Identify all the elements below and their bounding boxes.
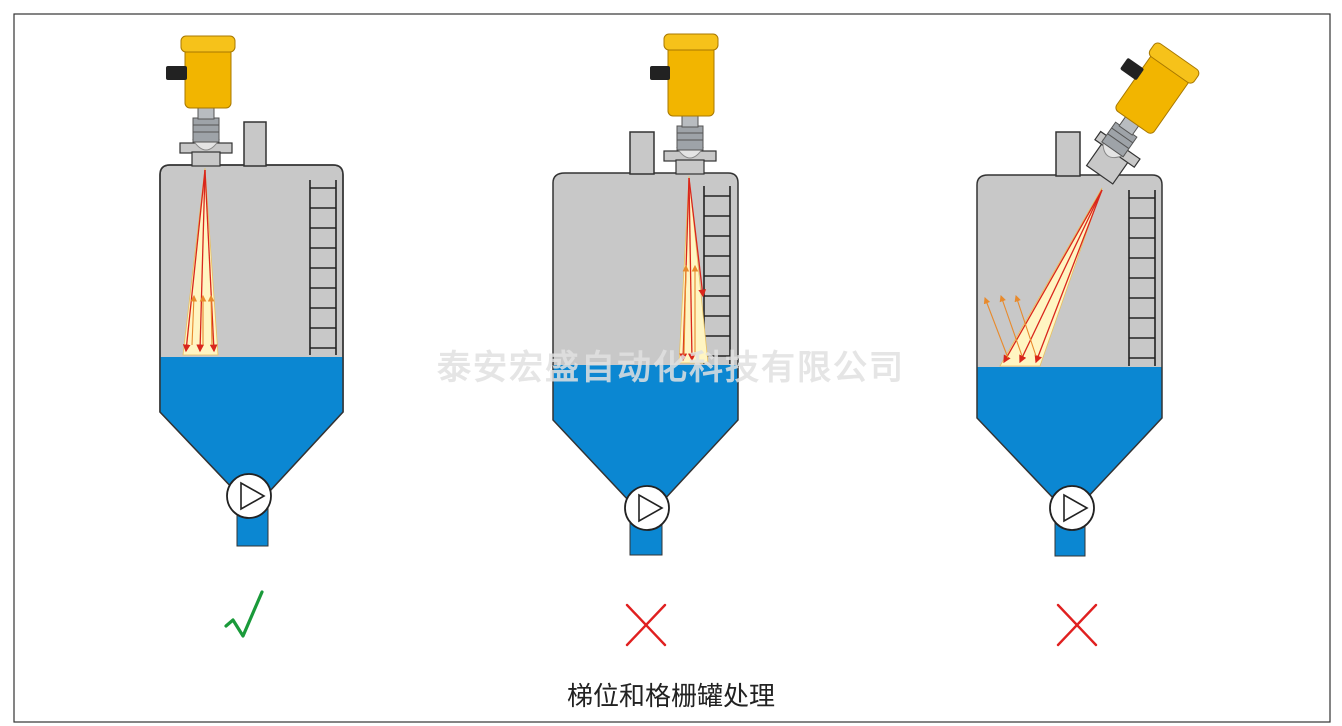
side-nozzle — [1055, 131, 1081, 177]
panel-vertical-mount — [159, 35, 344, 638]
radar-beam — [999, 187, 1103, 367]
side-nozzle — [629, 131, 655, 175]
nozzle-neck — [191, 151, 221, 167]
side-nozzle — [243, 121, 267, 167]
check-mark-icon — [224, 590, 264, 638]
nozzle-neck — [675, 159, 705, 175]
pump-icon — [624, 485, 670, 531]
radar-beam — [182, 167, 219, 356]
liquid — [977, 367, 1162, 500]
pump-icon — [226, 473, 272, 519]
cross-icon — [1056, 603, 1098, 647]
pump-icon — [1049, 485, 1095, 531]
figure-caption: 梯位和格栅罐处理 — [566, 682, 775, 712]
beam-rays — [182, 169, 218, 353]
liquid — [553, 365, 738, 502]
panel-tilted-mount — [976, 42, 1200, 647]
ladder — [1128, 190, 1156, 366]
echo-rays — [190, 294, 215, 346]
ladder — [309, 180, 337, 355]
panel-near-ladder-mount — [552, 33, 739, 647]
cross-icon — [625, 603, 667, 647]
radar-sensor — [650, 33, 719, 159]
radar-sensor — [166, 35, 236, 151]
echo-rays — [682, 264, 699, 356]
echo-rays — [983, 294, 1037, 359]
liquid — [160, 357, 343, 493]
beam-rays — [1003, 189, 1103, 364]
radar-sensor — [1101, 42, 1200, 159]
outer-frame — [13, 13, 1331, 723]
